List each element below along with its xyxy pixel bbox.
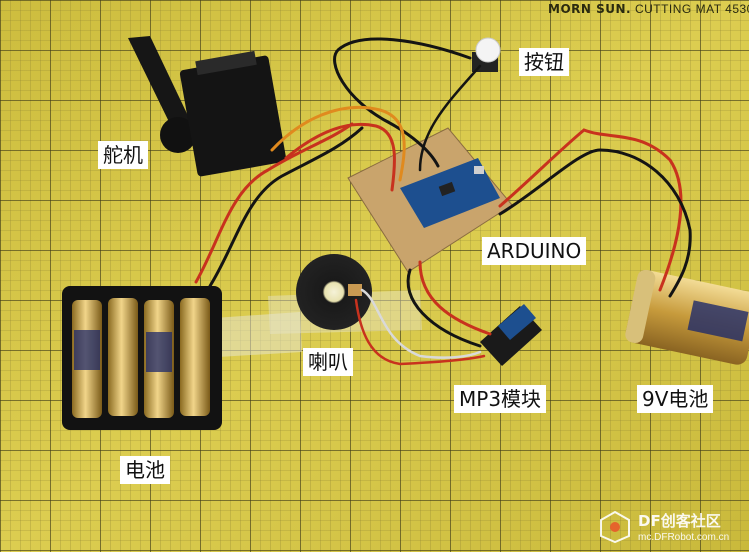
dfrobot-logo-icon (600, 510, 630, 544)
label-speaker: 喇叭 (303, 348, 353, 376)
mat-brand-bold: MORN SUN. (548, 2, 632, 16)
label-servo: 舵机 (98, 141, 148, 169)
watermark-url: mc.DFRobot.com.cn (638, 532, 730, 543)
mat-brand-text: MORN SUN. CUTTING MAT 4530 (548, 2, 749, 16)
label-mp3-module: MP3模块 (454, 385, 547, 413)
watermark-brand: DF创客社区 (638, 512, 721, 530)
mat-brand-rest: CUTTING MAT 4530 (634, 2, 749, 16)
watermark: DF创客社区 mc.DFRobot.com.cn (597, 510, 729, 549)
label-battery-pack: 电池 (120, 456, 170, 484)
label-arduino: ARDUINO (482, 237, 587, 265)
label-button: 按钮 (519, 48, 569, 76)
label-9v-battery: 9V电池 (637, 385, 714, 413)
